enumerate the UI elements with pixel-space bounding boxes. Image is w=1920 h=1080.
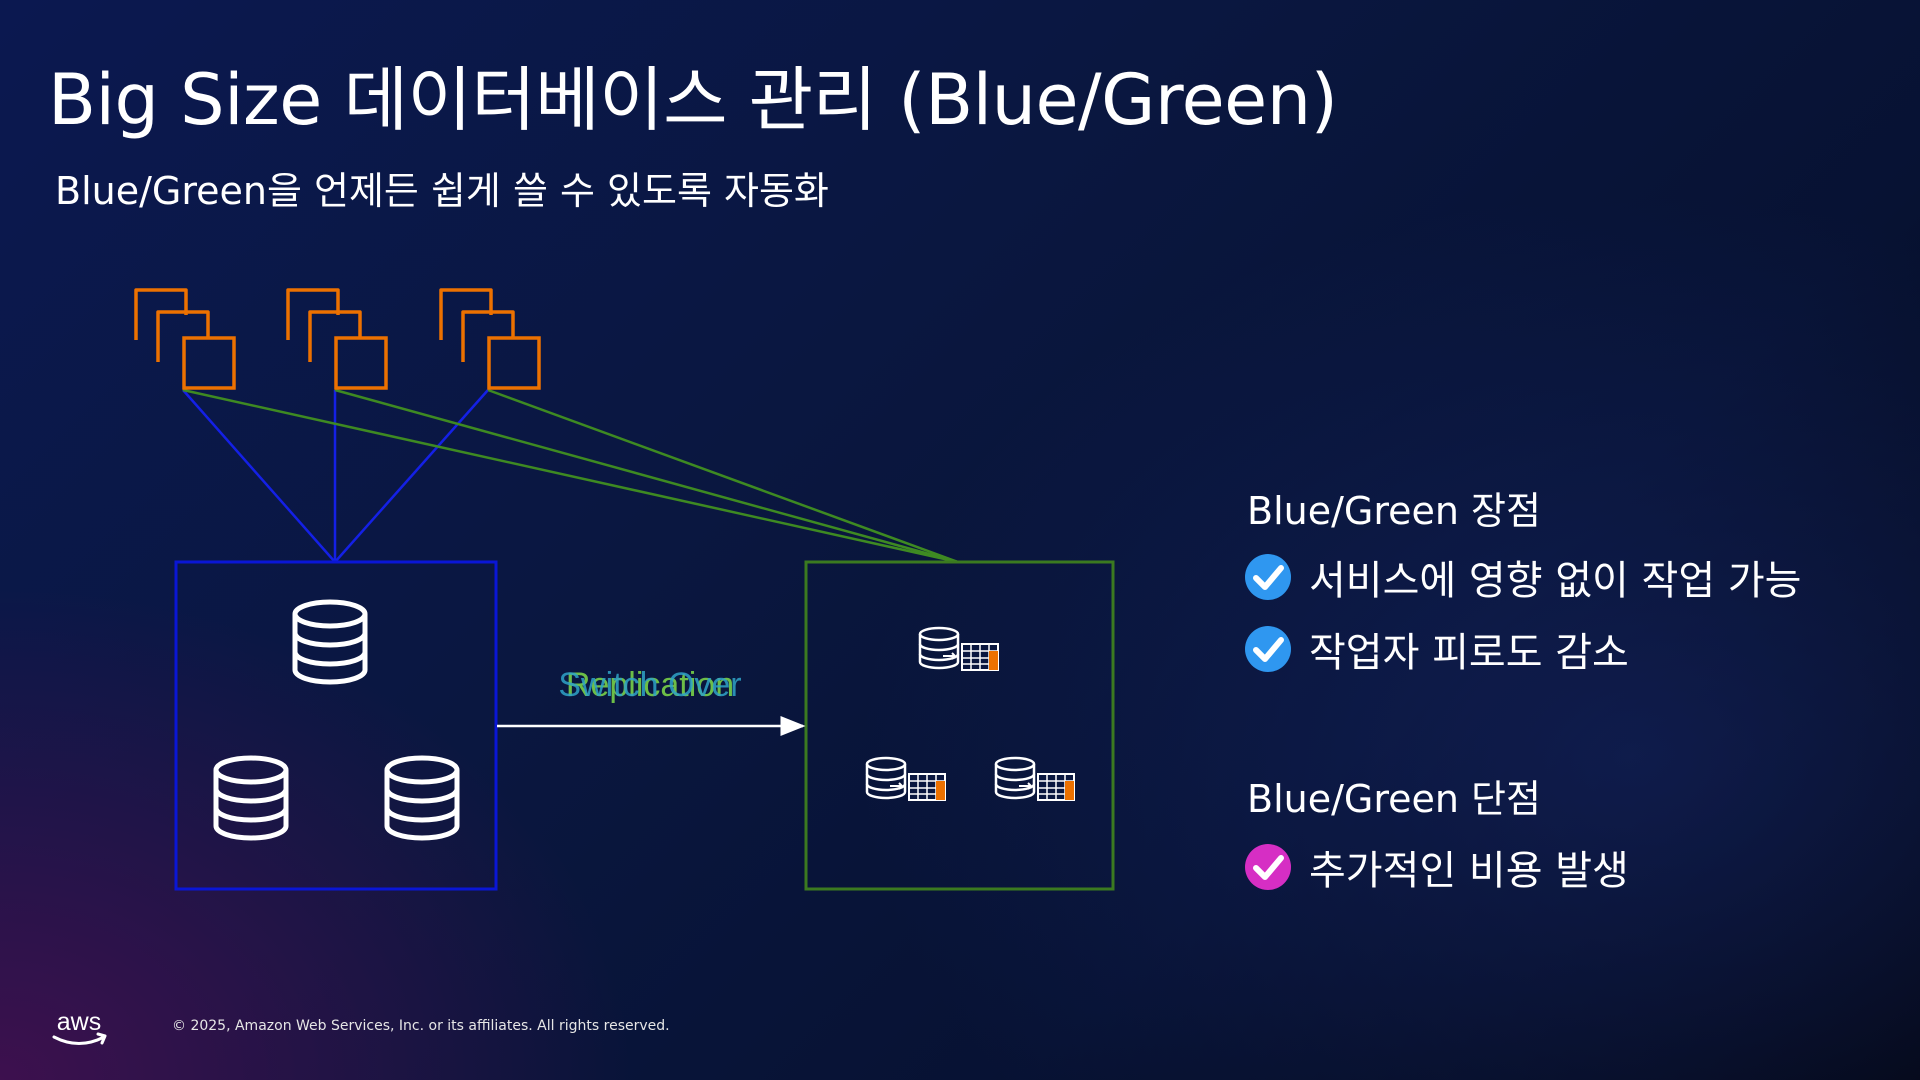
advantage-item: 작업자 피로도 감소 — [1245, 620, 1629, 678]
advantage-item: 서비스에 영향 없이 작업 가능 — [1245, 548, 1801, 606]
green-connection-lines — [182, 388, 959, 564]
database-icon — [387, 758, 457, 838]
advantage-text: 서비스에 영향 없이 작업 가능 — [1309, 558, 1802, 604]
copyright-text: © 2025, Amazon Web Services, Inc. or its… — [172, 1018, 670, 1034]
blue-environment-box — [174, 560, 498, 891]
disadvantages-heading: Blue/Green 단점 — [1247, 777, 1541, 821]
instance-icon — [439, 288, 543, 392]
svg-text:aws: aws — [57, 1008, 101, 1036]
slide-subtitle: Blue/Green을 언제든 쉽게 쓸 수 있도록 자동화 — [55, 169, 829, 213]
connector-label-replication: Replication — [566, 666, 734, 704]
aws-logo: aws — [48, 1008, 110, 1054]
advantages-heading: Blue/Green 장점 — [1247, 489, 1541, 533]
check-circle-icon — [1245, 626, 1291, 672]
replica-database-icon — [994, 756, 1076, 802]
replica-database-icon — [865, 756, 947, 802]
disadvantage-text: 추가적인 비용 발생 — [1309, 848, 1629, 894]
disadvantage-item: 추가적인 비용 발생 — [1245, 838, 1629, 896]
check-circle-icon — [1245, 554, 1291, 600]
database-icon — [216, 758, 286, 838]
advantage-text: 작업자 피로도 감소 — [1309, 630, 1629, 676]
green-environment-box — [804, 560, 1115, 891]
instance-icon — [134, 288, 238, 392]
slide-title: Big Size 데이터베이스 관리 (Blue/Green) — [48, 59, 1338, 141]
aws-logo-icon: aws — [52, 1008, 107, 1045]
replica-database-icon — [918, 626, 1000, 672]
blue-connection-lines — [182, 389, 489, 563]
connector-label-switchover: Switch Over — [558, 666, 741, 704]
instance-icon — [286, 288, 390, 392]
check-circle-icon — [1245, 844, 1291, 890]
database-icon — [295, 602, 365, 682]
